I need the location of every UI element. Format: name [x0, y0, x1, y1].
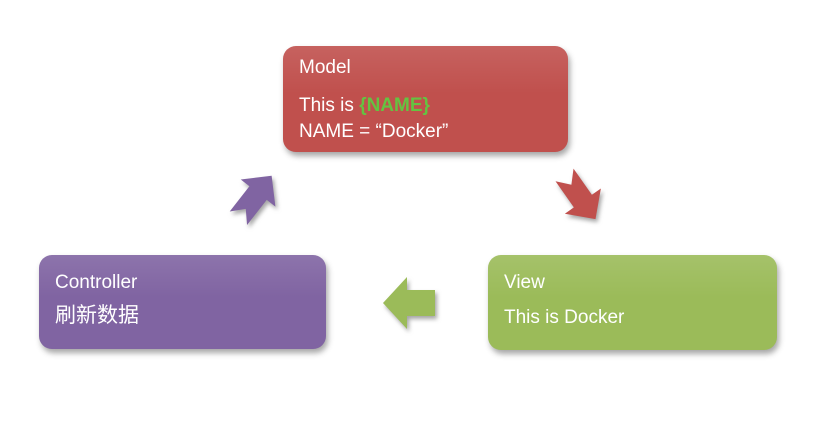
view-node: View This is Docker — [488, 255, 777, 350]
controller-title: Controller — [55, 272, 138, 293]
controller-to-model-arrow — [229, 175, 276, 226]
view-title: View — [504, 272, 545, 293]
view-to-controller-arrow — [383, 277, 435, 329]
controller-node: Controller 刷新数据 — [39, 255, 326, 349]
model-body: This is {NAME} NAME = “Docker” — [299, 93, 552, 145]
model-line-2: NAME = “Docker” — [299, 121, 449, 142]
model-node: Model This is {NAME} NAME = “Docker” — [283, 46, 568, 152]
model-title: Model — [299, 57, 351, 78]
view-body: This is Docker — [504, 307, 625, 328]
model-to-view-arrow — [555, 168, 601, 220]
model-line-1: This is {NAME} — [299, 93, 552, 119]
controller-body: 刷新数据 — [55, 304, 139, 327]
name-placeholder-token: {NAME} — [359, 95, 430, 116]
view-to-controller-arrow-shape — [383, 277, 435, 329]
controller-to-model-arrow-shape — [229, 175, 276, 226]
model-line-1-text: This is — [299, 95, 360, 116]
model-to-view-arrow-shape — [555, 168, 601, 220]
